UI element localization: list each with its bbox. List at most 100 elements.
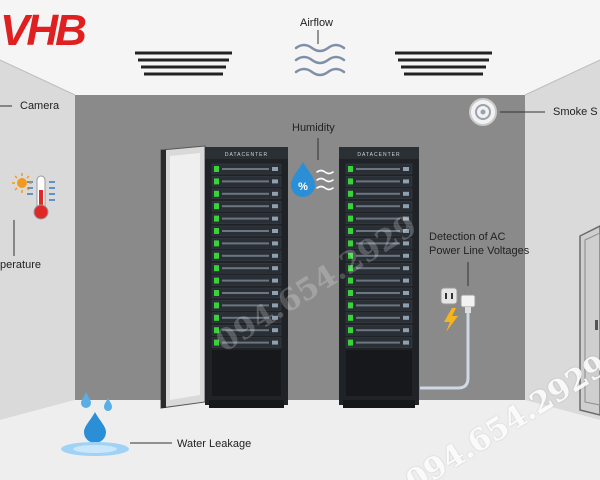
- server-drive-bay: [403, 241, 409, 246]
- server-drive-bay: [403, 340, 409, 345]
- floor: [0, 400, 600, 480]
- server-drive-bay: [272, 291, 278, 295]
- server-status-led: [348, 290, 353, 296]
- label-ac-detection: Detection of AC Power Line Voltages: [429, 231, 530, 257]
- server-drive-bay: [272, 315, 278, 320]
- label-camera: Camera: [20, 100, 60, 112]
- server-status-led: [214, 290, 219, 296]
- server-status-led: [348, 166, 353, 172]
- label-smoke: Smoke S: [553, 106, 598, 118]
- power-cable: [420, 313, 470, 390]
- server-vent-slot: [356, 242, 400, 245]
- lightning-icon: [444, 308, 458, 332]
- ceiling-edge-left: [0, 59, 76, 96]
- svg-text:%: %: [298, 181, 308, 193]
- server-drive-bay: [272, 303, 278, 308]
- server-status-led: [348, 215, 353, 222]
- server-vent-slot: [356, 267, 400, 270]
- right-rack-servers: DATACENTER: [345, 152, 413, 348]
- server-vent-slot: [222, 267, 269, 270]
- right-wall-door: [579, 225, 600, 416]
- server-status-led: [348, 314, 353, 321]
- server-vent-slot: [222, 316, 269, 319]
- server-vent-slot: [222, 304, 269, 307]
- server-status-led: [214, 240, 219, 247]
- server-drive-bay: [272, 167, 278, 171]
- server-status-led: [348, 190, 353, 197]
- server-drive-bay: [403, 167, 409, 171]
- server-status-led: [348, 203, 353, 210]
- server-drive-bay: [403, 266, 409, 271]
- server-status-led: [214, 228, 219, 234]
- server-drive-bay: [403, 191, 409, 196]
- server-vent-slot: [356, 205, 400, 208]
- server-drive-bay: [272, 278, 278, 283]
- left-rack-door-hinge: [161, 150, 166, 408]
- server-drive-bay: [272, 266, 278, 271]
- power-outlet-icon: [440, 287, 458, 305]
- server-vent-slot: [222, 180, 269, 183]
- server-vent-slot: [356, 341, 400, 344]
- server-status-led: [214, 166, 219, 172]
- server-status-led: [214, 265, 219, 272]
- rack-brand-label: DATACENTER: [357, 152, 400, 158]
- server-drive-bay: [272, 328, 278, 333]
- server-drive-bay: [272, 241, 278, 246]
- left-wall: [0, 60, 75, 420]
- server-vent-slot: [356, 180, 400, 183]
- server-drive-bay: [272, 179, 278, 184]
- server-drive-bay: [272, 253, 278, 258]
- server-drive-bay: [403, 303, 409, 308]
- ceiling: [0, 0, 600, 95]
- server-drive-bay: [403, 328, 409, 333]
- server-vent-slot: [222, 217, 269, 220]
- server-drive-bay: [403, 204, 409, 209]
- server-vent-slot: [222, 192, 269, 195]
- server-vent-slot: [356, 168, 400, 170]
- server-drive-bay: [403, 179, 409, 184]
- server-vent-slot: [356, 329, 400, 332]
- server-vent-slot: [222, 168, 269, 170]
- server-vent-slot: [222, 292, 269, 294]
- server-vent-slot: [356, 279, 400, 282]
- server-status-led: [214, 203, 219, 210]
- server-status-led: [214, 190, 219, 197]
- server-drive-bay: [272, 340, 278, 345]
- server-drive-bay: [403, 291, 409, 295]
- rack-brand-label: DATACENTER: [225, 152, 268, 158]
- server-vent-slot: [222, 205, 269, 208]
- sun-icon: [12, 173, 32, 193]
- server-drive-bay: [403, 216, 409, 221]
- server-status-led: [348, 302, 353, 309]
- server-status-led: [348, 178, 353, 185]
- server-vent-slot: [222, 279, 269, 282]
- server-status-led: [214, 252, 219, 259]
- vhb-logo: VHB: [0, 6, 87, 55]
- server-status-led: [214, 302, 219, 309]
- smoke-detector-icon: [469, 98, 497, 126]
- server-status-led: [348, 265, 353, 272]
- server-drive-bay: [403, 229, 409, 233]
- vent-left: [135, 51, 232, 76]
- server-status-led: [214, 277, 219, 284]
- server-status-led: [348, 252, 353, 259]
- server-status-led: [214, 327, 219, 334]
- server-status-led: [214, 215, 219, 222]
- server-vent-slot: [356, 292, 400, 294]
- water-drop-icon: [61, 392, 129, 456]
- airflow-icon: [294, 43, 346, 77]
- server-drive-bay: [272, 216, 278, 221]
- server-drive-bay: [403, 278, 409, 283]
- server-status-led: [214, 314, 219, 321]
- vent-right: [395, 51, 492, 76]
- back-wall: [75, 95, 525, 400]
- server-drive-bay: [272, 204, 278, 209]
- server-vent-slot: [222, 341, 269, 344]
- label-airflow: Airflow: [300, 17, 334, 29]
- humidity-drop-icon: %: [291, 162, 334, 197]
- server-vent-slot: [222, 254, 269, 257]
- server-status-led: [348, 240, 353, 247]
- server-status-led: [214, 178, 219, 185]
